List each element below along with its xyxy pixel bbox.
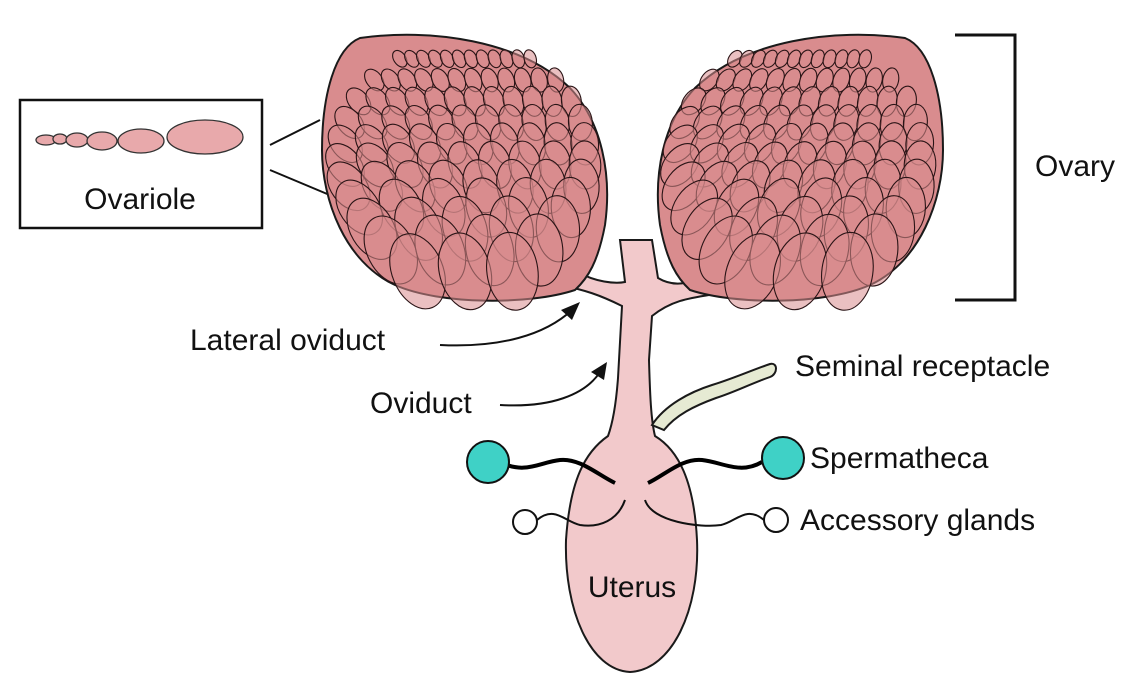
lateral-oviduct-label: Lateral oviduct — [190, 324, 386, 357]
left-ovary — [318, 35, 607, 317]
spermatheca-label: Spermatheca — [810, 442, 989, 475]
ovariole-label: Ovariole — [84, 183, 196, 216]
seminal-receptacle — [652, 364, 776, 430]
right-ovary — [653, 35, 943, 317]
ovariole-inset: Ovariole — [20, 100, 262, 228]
ovary-bracket — [955, 35, 1015, 300]
right-spermatheca — [762, 437, 804, 479]
accessory-glands-label: Accessory glands — [800, 504, 1035, 537]
oviduct-label: Oviduct — [370, 387, 472, 420]
uterus-label: Uterus — [588, 571, 676, 604]
ovary-label: Ovary — [1035, 150, 1115, 183]
seminal-receptacle-label: Seminal receptacle — [795, 350, 1050, 383]
oviduct-uterus-body — [560, 240, 715, 672]
lateral-oviduct-arrow — [440, 310, 572, 345]
left-spermatheca — [467, 441, 509, 483]
inset-connector-line-top — [270, 120, 320, 145]
oviduct-arrowhead — [591, 362, 607, 380]
left-accessory-gland — [513, 510, 537, 534]
right-accessory-gland — [764, 508, 788, 532]
oviduct-arrow — [500, 372, 600, 405]
